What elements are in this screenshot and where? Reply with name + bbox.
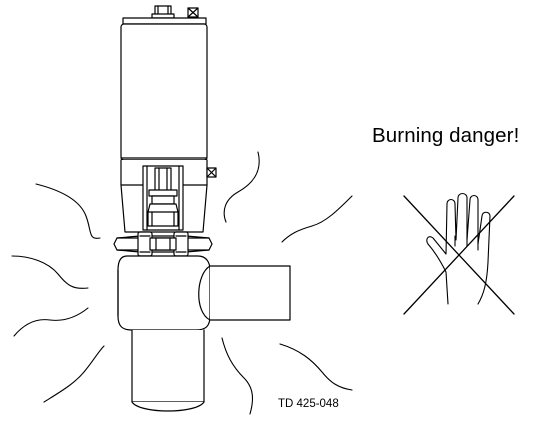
heat-wave-line	[35, 183, 101, 239]
actuator-cylinder	[120, 17, 208, 161]
valve-body	[117, 255, 211, 331]
cross-line	[403, 195, 515, 315]
heat-wave-line	[43, 345, 105, 403]
clamp-ring	[113, 231, 213, 257]
heat-wave-line	[13, 307, 89, 337]
drawing-reference-code: TD 425-048	[278, 398, 339, 410]
heat-wave-line	[223, 151, 260, 223]
heat-wave-line	[279, 343, 353, 391]
hand-outline	[426, 192, 491, 305]
heat-wave-line	[11, 255, 89, 289]
heat-wave-lines	[11, 151, 353, 415]
heat-wave-line	[281, 195, 353, 243]
vertical-pipe	[131, 329, 205, 412]
horizontal-pipe	[117, 265, 291, 321]
heat-wave-line	[221, 337, 254, 415]
valve-yoke	[142, 165, 184, 231]
valve-assembly	[113, 5, 291, 412]
actuator-top-fittings	[151, 5, 199, 19]
warning-title: Burning danger!	[372, 124, 520, 147]
crossed-out-hand-icon	[403, 192, 515, 315]
